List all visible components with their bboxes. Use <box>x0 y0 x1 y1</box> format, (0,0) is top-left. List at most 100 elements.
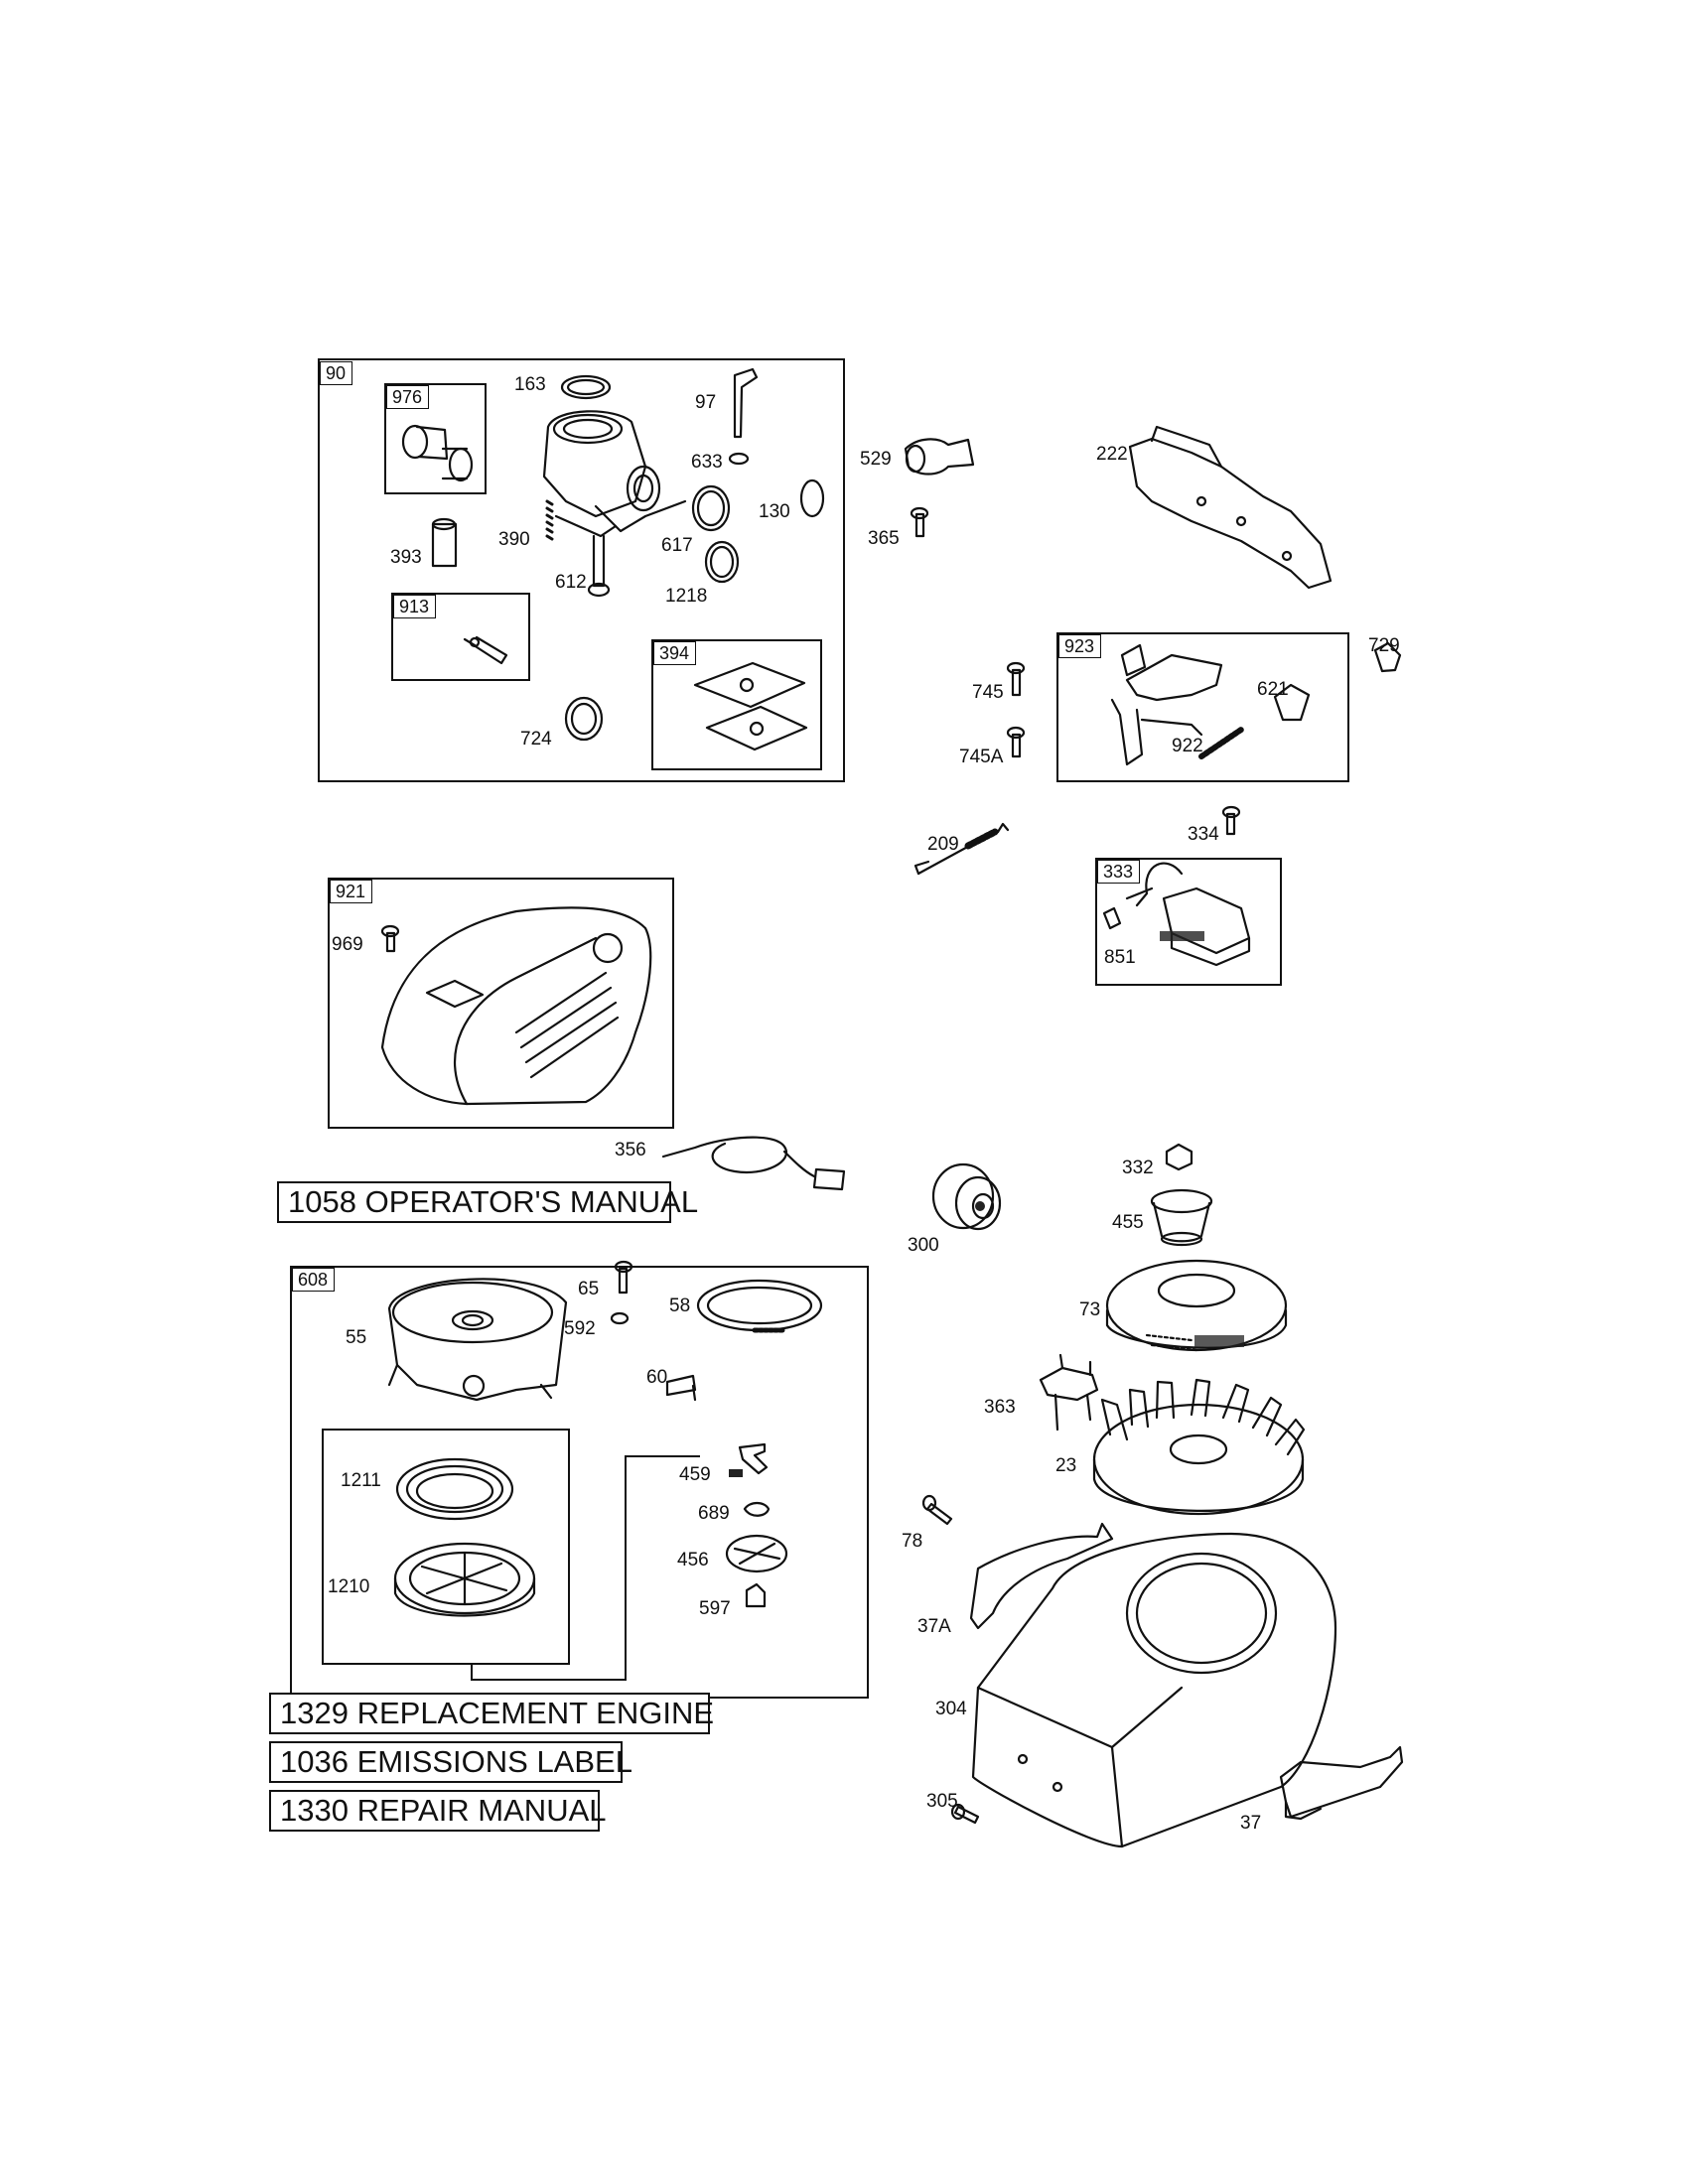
part-78-screw <box>925 1502 953 1526</box>
part-923-block <box>1120 643 1147 677</box>
part-633-washer <box>728 452 750 466</box>
part-851-clip <box>1102 906 1122 930</box>
part-976-b <box>415 425 449 461</box>
part-394-diaphragm-top <box>693 661 806 709</box>
part-65-screw <box>618 1267 629 1295</box>
part-922-spring <box>1198 727 1244 759</box>
callout-1210: 1210 <box>328 1576 370 1597</box>
frame-394 <box>651 639 822 770</box>
group-tag-90: 90 <box>320 361 353 385</box>
callout-455: 455 <box>1112 1212 1144 1233</box>
callout-356: 356 <box>615 1140 646 1160</box>
frame-90 <box>318 358 845 782</box>
part-60-handle <box>665 1374 697 1397</box>
callout-305: 305 <box>926 1791 958 1812</box>
callout-617: 617 <box>661 535 693 556</box>
part-689-clip <box>743 1501 771 1517</box>
part-724-gasket <box>564 696 604 742</box>
callout-130: 130 <box>759 501 790 522</box>
callout-334: 334 <box>1188 824 1219 845</box>
part-976-c <box>448 447 474 482</box>
group-tag-923: 923 <box>1058 634 1102 658</box>
note-emissions-label: 1036 EMISSIONS LABEL <box>269 1741 632 1783</box>
part-333-wire <box>1135 862 1184 907</box>
callout-390: 390 <box>498 529 530 550</box>
part-332-nut <box>1165 1143 1193 1171</box>
part-163-gasket <box>560 374 612 400</box>
part-592-washer <box>610 1311 630 1325</box>
part-455-cup <box>1150 1188 1213 1214</box>
callout-851: 851 <box>1104 947 1136 968</box>
part-1218-oring <box>704 540 740 584</box>
callout-55: 55 <box>346 1327 367 1348</box>
part-23-flywheel <box>1092 1403 1305 1516</box>
callout-724: 724 <box>520 729 552 750</box>
frame-921 <box>328 878 674 1129</box>
callout-65: 65 <box>578 1279 600 1299</box>
part-976-a <box>401 424 429 460</box>
note-repair-manual: 1330 REPAIR MANUAL <box>269 1790 607 1832</box>
part-612-nut <box>592 534 606 588</box>
callout-922: 922 <box>1172 736 1203 756</box>
part-356-cable <box>661 1136 787 1174</box>
part-304-housing <box>971 1532 1337 1848</box>
callout-456: 456 <box>677 1550 709 1570</box>
part-334-screw <box>1225 812 1236 836</box>
part-55-housing <box>387 1278 568 1402</box>
part-617-oring <box>691 484 731 532</box>
callout-1211: 1211 <box>341 1470 381 1491</box>
group-tag-921: 921 <box>330 880 373 903</box>
part-621-clip <box>1273 683 1311 722</box>
callout-332: 332 <box>1122 1158 1154 1178</box>
part-456-retainer <box>725 1534 788 1573</box>
group-tag-394: 394 <box>653 641 697 665</box>
callout-73: 73 <box>1079 1299 1101 1320</box>
part-390-spring <box>545 499 554 541</box>
callout-393: 393 <box>390 547 422 568</box>
callout-365: 365 <box>868 528 900 549</box>
part-529-elbow <box>904 438 975 476</box>
part-393-filter <box>431 522 458 568</box>
callout-23: 23 <box>1055 1455 1077 1476</box>
callout-612: 612 <box>555 572 587 593</box>
callout-459: 459 <box>679 1464 711 1485</box>
callout-1218: 1218 <box>665 586 708 607</box>
part-97-shaft <box>733 367 759 439</box>
part-969-screw <box>385 931 396 953</box>
part-305-screw <box>953 1805 980 1825</box>
note-replacement-engine: 1329 REPLACEMENT ENGINE <box>269 1693 714 1734</box>
callout-304: 304 <box>935 1699 967 1719</box>
callout-209: 209 <box>927 834 959 855</box>
frame-913 <box>391 593 530 681</box>
group-tag-913: 913 <box>393 595 437 618</box>
part-1211-spring <box>395 1457 514 1521</box>
part-300-pulley <box>931 1162 995 1230</box>
callout-745a: 745A <box>959 747 1004 767</box>
part-923-lever <box>1125 653 1223 702</box>
callout-363: 363 <box>984 1397 1016 1418</box>
callout-729: 729 <box>1368 635 1400 656</box>
callout-621: 621 <box>1257 679 1289 700</box>
part-597-screw <box>745 1582 767 1608</box>
frame-976 <box>384 383 487 494</box>
callout-689: 689 <box>698 1503 730 1524</box>
frame-608-inner <box>322 1429 570 1665</box>
callout-745: 745 <box>972 682 1004 703</box>
callout-529: 529 <box>860 449 892 470</box>
part-333-armature <box>1162 887 1251 955</box>
part-222-bracket <box>1128 437 1333 590</box>
callout-37: 37 <box>1240 1813 1262 1834</box>
part-745a-screw <box>1011 733 1022 758</box>
part-745-screw <box>1011 668 1022 697</box>
callout-60: 60 <box>646 1367 668 1388</box>
callout-97: 97 <box>695 392 717 413</box>
group-tag-333: 333 <box>1097 860 1141 884</box>
group-tag-608: 608 <box>292 1268 336 1292</box>
callout-78: 78 <box>902 1531 923 1552</box>
part-365-screw <box>914 512 925 538</box>
callout-37a: 37A <box>917 1616 951 1637</box>
leader-608 <box>471 1455 700 1681</box>
part-363-brake <box>1039 1366 1099 1402</box>
